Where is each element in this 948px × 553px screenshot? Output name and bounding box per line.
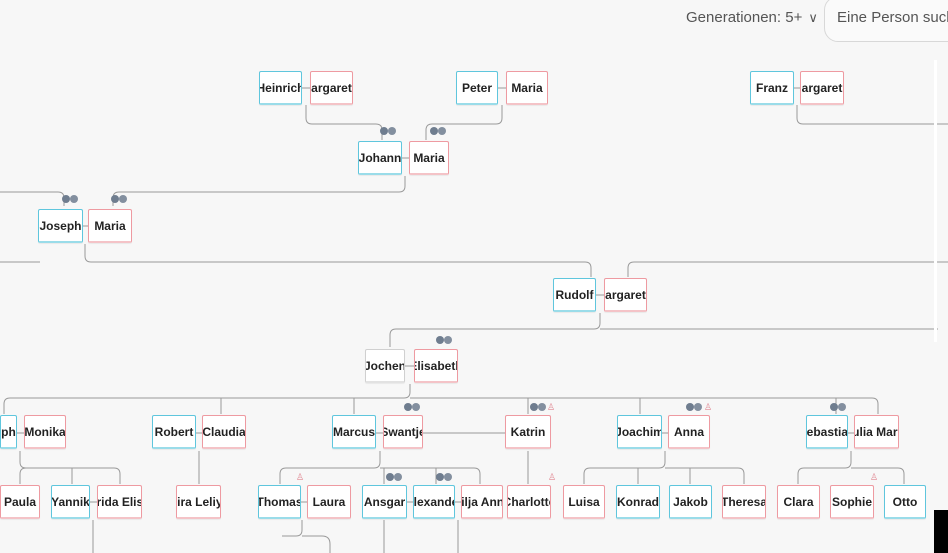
person-card-monika[interactable]: Monika [24, 415, 66, 449]
person-card-ansgar[interactable]: Ansgar [362, 485, 407, 519]
person-card-johann[interactable]: Johann [358, 141, 402, 175]
chevron-down-icon: ∨ [808, 10, 818, 25]
person-card-peter[interactable]: Peter [456, 71, 498, 105]
person-card-frida-elisa[interactable]: Frida Elisa [97, 485, 142, 519]
person-card-margaret-3[interactable]: Margaret... [604, 278, 647, 312]
person-card-maria-1[interactable]: Maria [506, 71, 548, 105]
person-card-swantje[interactable]: Swantje [383, 415, 423, 449]
marriage-icon [830, 403, 846, 411]
search-input[interactable]: Eine Person suche [824, 0, 948, 42]
person-card-charlotte[interactable]: Charlotte [507, 485, 551, 519]
person-card-jochen[interactable]: Jochen [365, 349, 405, 383]
person-card-maria-3[interactable]: Maria [88, 209, 132, 243]
person-card-marcus[interactable]: Marcus [332, 415, 376, 449]
generations-dropdown[interactable]: Generationen: 5+ ∨ [686, 9, 818, 26]
person-card-clara[interactable]: Clara [777, 485, 820, 519]
deceased-icon: ♙ [547, 402, 556, 412]
person-card-yannik[interactable]: Yannik [51, 485, 90, 519]
person-card-sophie[interactable]: Sophie [830, 485, 874, 519]
marriage-icon [430, 127, 446, 135]
generations-label: Generationen: 5+ [686, 9, 803, 26]
person-card-sebastian[interactable]: Sebastian [806, 415, 848, 449]
person-card-theresa[interactable]: Theresa [722, 485, 766, 519]
marriage-icon [386, 473, 402, 481]
person-card-otto[interactable]: Otto [884, 485, 926, 519]
deceased-icon: ♙ [870, 472, 879, 482]
person-card-elisabeth[interactable]: Elisabeth [414, 349, 458, 383]
scrollbar-track[interactable] [934, 60, 937, 342]
overlay-block [934, 510, 948, 553]
person-card-margaret-2[interactable]: Margaret... [800, 71, 844, 105]
person-card-joachim[interactable]: Joachim [617, 415, 662, 449]
marriage-icon [686, 403, 702, 411]
person-card-katrin[interactable]: Katrin [505, 415, 551, 449]
deceased-icon: ♙ [296, 472, 305, 482]
person-card-konrad[interactable]: Konrad [616, 485, 660, 519]
person-card-joseph[interactable]: Joseph [38, 209, 83, 243]
person-card-alexander[interactable]: Alexander [413, 485, 455, 519]
marriage-icon [436, 473, 452, 481]
person-card-claudia[interactable]: Claudia [202, 415, 246, 449]
person-card-margaret-1[interactable]: Margaret... [310, 71, 353, 105]
person-card-heinrich[interactable]: Heinrich [259, 71, 302, 105]
marriage-icon [530, 403, 546, 411]
marriage-icon [380, 127, 396, 135]
person-card-joseph-partial[interactable]: ph [0, 415, 17, 449]
person-card-maria-2[interactable]: Maria [409, 141, 449, 175]
marriage-icon [404, 403, 420, 411]
person-card-thomas[interactable]: Thomas [258, 485, 301, 519]
person-card-laura[interactable]: Laura [307, 485, 351, 519]
deceased-icon: ♙ [704, 402, 713, 412]
marriage-icon [436, 336, 452, 344]
person-card-robert[interactable]: Robert [152, 415, 196, 449]
person-card-mira-leliyn[interactable]: Mira Leliyn [176, 485, 221, 519]
person-card-silja-anna[interactable]: Silja Anna [461, 485, 503, 519]
person-card-paula[interactable]: Paula [0, 485, 40, 519]
marriage-icon [62, 195, 78, 203]
person-card-jakob[interactable]: Jakob [669, 485, 712, 519]
person-card-franz[interactable]: Franz [750, 71, 794, 105]
person-card-luisa[interactable]: Luisa [563, 485, 605, 519]
deceased-icon: ♙ [548, 472, 557, 482]
person-card-rudolf[interactable]: Rudolf [553, 278, 596, 312]
marriage-icon [111, 195, 127, 203]
person-card-julia-maria[interactable]: Julia Maria [854, 415, 899, 449]
person-card-anna[interactable]: Anna [668, 415, 710, 449]
